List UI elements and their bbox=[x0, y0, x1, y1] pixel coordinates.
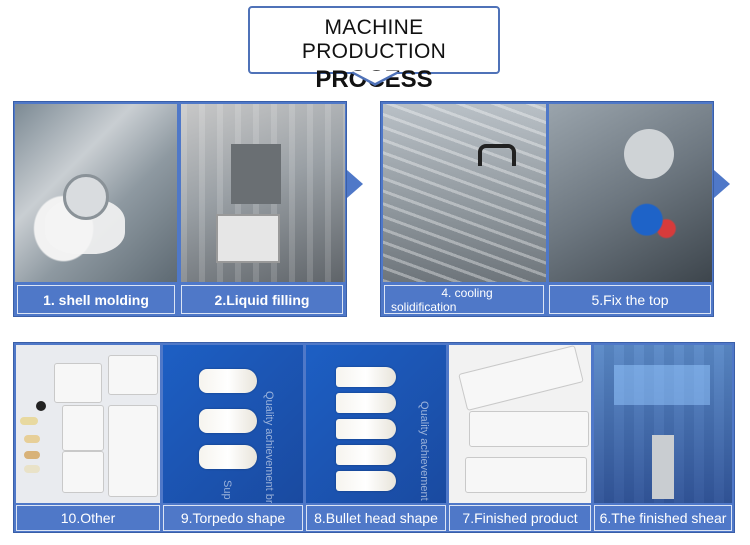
cooling-photo bbox=[383, 104, 546, 282]
bullet-head-photo: Quality achievement bbox=[306, 345, 446, 503]
step-6-label: 6.The finished shear bbox=[594, 505, 732, 531]
flow-arrow-1-icon bbox=[347, 170, 363, 198]
liquid-filling-photo bbox=[181, 104, 345, 282]
step-4-label-line-2: solidification bbox=[391, 299, 457, 314]
step-4-label-line-1: 4. cooling bbox=[441, 285, 493, 300]
shell-molding-photo bbox=[15, 104, 177, 282]
step-2-label: 2.Liquid filling bbox=[181, 285, 343, 314]
fix-top-photo bbox=[549, 104, 712, 282]
step-7-label: 7.Finished product bbox=[449, 505, 591, 531]
bullet-watermark: Quality achievement bbox=[418, 401, 430, 501]
torpedo-shape-photo: Quality achievement br Sup bbox=[163, 345, 303, 503]
step-8-label: 8.Bullet head shape bbox=[306, 505, 446, 531]
sup-watermark: Sup bbox=[221, 480, 233, 500]
title-callout: MACHINE PRODUCTION PROCESS bbox=[248, 6, 500, 93]
step-4-label: 4. cooling solidification bbox=[384, 285, 544, 314]
finished-product-photo bbox=[449, 345, 591, 503]
step-10-label: 10.Other bbox=[16, 505, 160, 531]
flow-arrow-2-icon bbox=[714, 170, 730, 198]
title-line-1: MACHINE PRODUCTION bbox=[301, 16, 447, 63]
finished-shear-photo bbox=[594, 345, 732, 503]
torpedo-watermark: Quality achievement br bbox=[263, 391, 275, 503]
step-1-label: 1. shell molding bbox=[17, 285, 175, 314]
other-products-photo bbox=[16, 345, 160, 503]
callout-pointer-inner bbox=[352, 71, 398, 83]
step-9-label: 9.Torpedo shape bbox=[163, 505, 303, 531]
step-5-label: 5.Fix the top bbox=[549, 285, 711, 314]
